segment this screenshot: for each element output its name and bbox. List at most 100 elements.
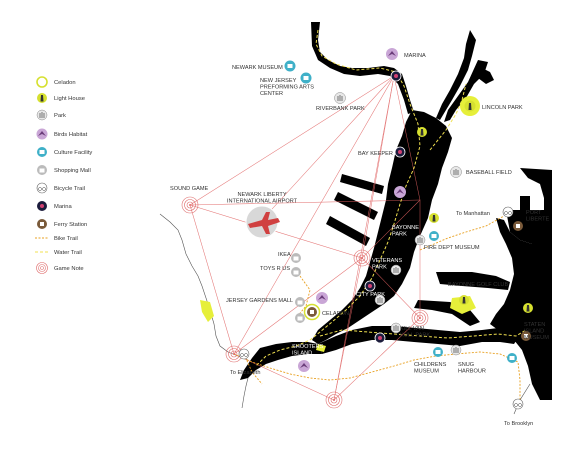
place-label: RIVERBANK PARK — [316, 106, 365, 112]
park-icon — [390, 322, 402, 334]
game-note-icon — [325, 391, 343, 409]
game-note-network — [189, 75, 421, 401]
culture-facility-icon — [433, 347, 443, 357]
legend-item-watertrail: Water Trail — [35, 250, 82, 256]
legend-item-park: Park — [36, 109, 66, 121]
place-label: MARINA — [404, 53, 426, 59]
place-label-line: KILL VAN — [400, 326, 424, 332]
bike-trail-west — [295, 275, 311, 319]
legend-item-culture: Culture Facility — [37, 147, 92, 157]
place-label: CITY PARK — [356, 292, 385, 298]
hudson-piers — [506, 196, 552, 244]
place-label-line: NEW JERSEY — [260, 78, 297, 84]
water-trail-path — [255, 29, 421, 367]
place-label: To Elizabeth — [230, 370, 260, 376]
light-house-icon — [429, 213, 439, 223]
legend: Celadon Light House Park Birds Habitat C… — [35, 76, 92, 274]
light-house-icon — [523, 303, 533, 313]
place-label: TOYS R US — [260, 266, 290, 272]
legend-item-ferry: Ferry Station — [37, 219, 87, 229]
net-line — [393, 75, 421, 201]
park-icon — [374, 294, 386, 306]
net-line — [361, 199, 421, 259]
place-label: BAY KEEPER — [358, 151, 393, 157]
place-label: NEWARK MUSEUM — [232, 65, 283, 71]
water-trail-kvk — [319, 329, 527, 339]
place-label: To Brooklyn — [504, 421, 533, 427]
kill-van-kull — [318, 326, 518, 354]
bayonne-pier — [414, 300, 480, 326]
culture-facility-icon — [284, 60, 296, 72]
ferry-station-icon — [521, 331, 531, 341]
place-label-line: PREFORMING ARTS — [260, 84, 314, 90]
svg-text:Marina: Marina — [54, 204, 72, 210]
legend-item-biketrail: Bike Trail — [35, 236, 78, 242]
hackensack-river — [436, 30, 476, 120]
bike-trail-path — [233, 351, 521, 400]
svg-text:Bicycle Trail: Bicycle Trail — [54, 186, 85, 192]
place-label-line: PORT — [526, 210, 542, 216]
place-label: FIRE DEPT MUSEUM — [424, 245, 480, 251]
net-line — [361, 257, 421, 319]
legend-item-celadon: Celadon — [36, 76, 76, 88]
shopping-mall-icon — [295, 313, 305, 323]
net-line — [333, 257, 363, 401]
legend-item-mall: Shopping Mall — [37, 165, 91, 175]
svg-text:Celadon: Celadon — [54, 80, 76, 86]
svg-text:Ferry Station: Ferry Station — [54, 222, 87, 228]
celadon-patch-golf — [450, 296, 476, 314]
water-trail-upper — [429, 83, 467, 151]
birds-habitat-icon — [394, 186, 406, 198]
culture-facility-icon — [507, 353, 517, 363]
svg-text:Light House: Light House — [54, 96, 85, 102]
place-label-line: SHOOTERS — [292, 344, 324, 350]
place-label-line: PARK — [372, 264, 387, 270]
place-label-line: LIBERTE — [526, 216, 549, 222]
net-line — [361, 75, 395, 259]
upper-bay — [490, 218, 552, 400]
net-line — [333, 75, 395, 401]
place-label-line: INTERNATIONAL AIRPORT — [227, 198, 298, 204]
legend-item-lighthouse: Light House — [37, 93, 85, 103]
place-label-line: PARK — [392, 231, 407, 237]
east-shore — [520, 168, 552, 198]
bike-trail-bayonne — [419, 215, 505, 251]
place-label-line: BAYONNE — [392, 225, 419, 231]
park-icon — [414, 234, 426, 246]
celadon-patch-west — [200, 300, 214, 322]
birds-habitat-icon — [316, 292, 328, 304]
passaic-river — [311, 22, 414, 114]
place-label: To Manhattan — [456, 211, 490, 217]
port-slip-3 — [340, 174, 384, 194]
arthur-kill — [240, 342, 322, 380]
place-label-line: SNUG — [458, 362, 474, 368]
park-icon — [390, 264, 402, 276]
shopping-mall-icon — [291, 253, 301, 263]
port-slip-2 — [326, 216, 370, 246]
celadon-patch-shooters — [316, 344, 326, 352]
celadon-patches — [200, 96, 480, 352]
place-label-line: CENTER — [260, 91, 283, 97]
celadon-icon — [303, 303, 321, 321]
park-icon — [450, 166, 462, 178]
place-label-line: MUSEUM — [414, 368, 439, 374]
net-line — [189, 204, 235, 355]
bicycle-trail-icon — [502, 206, 514, 218]
marina-icon — [364, 280, 376, 292]
net-line — [189, 204, 363, 259]
legend-item-bicycle: Bicycle Trail — [36, 182, 85, 194]
place-label-line: MUSEUM — [524, 335, 549, 341]
place-label-line: ISLAND — [292, 350, 312, 356]
ferry-station-icon — [513, 221, 523, 231]
place-label: IKEA — [278, 252, 291, 258]
place-label-line: CHILDRENS — [414, 362, 447, 368]
